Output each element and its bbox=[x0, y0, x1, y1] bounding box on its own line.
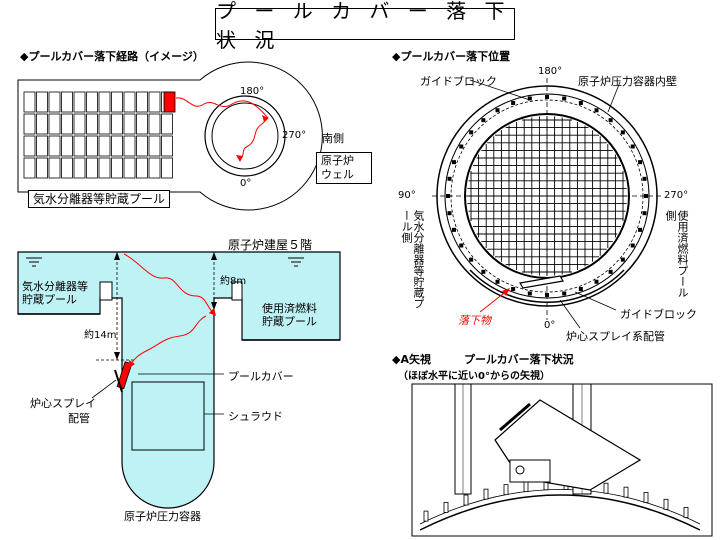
rpv-label: 原子炉圧力容器 bbox=[124, 510, 201, 523]
pos-deg-180: 180° bbox=[538, 66, 563, 77]
fallen-object-label: 落下物 bbox=[458, 314, 491, 327]
reactor-well-label-line1: 原子炉 bbox=[321, 154, 354, 167]
view-a-heading: ◆A矢視 プールカバー落下状況 bbox=[392, 353, 574, 366]
route-deg-180: 180° bbox=[240, 86, 265, 97]
right-pool-label-line2: 貯蔵プール bbox=[262, 315, 317, 328]
fall-path-section-1 bbox=[123, 253, 215, 315]
left-pool-label: 気水分離器等 貯蔵プール bbox=[22, 280, 88, 306]
guide-block-bottom-label: ガイドブロック bbox=[620, 308, 697, 321]
left-pool-label-line2: 貯蔵プール bbox=[22, 293, 77, 306]
view-a-sketch bbox=[411, 383, 713, 537]
route-deg-270: 270° bbox=[282, 130, 307, 141]
left-side-label: 気水分離器等貯蔵プール側 bbox=[400, 210, 425, 309]
rpv-inner-wall-label: 原子炉圧力容器内壁 bbox=[578, 75, 677, 88]
floor-label: 原子炉建屋５階 bbox=[228, 238, 313, 252]
water-body bbox=[17, 251, 341, 509]
fallen-object-shape bbox=[519, 275, 564, 289]
core-spray-pipe-arc bbox=[469, 269, 625, 304]
shroud-box bbox=[131, 381, 205, 451]
right-pool-label-line1: 使用済燃料 bbox=[262, 302, 317, 315]
pool-cover-original-position bbox=[163, 91, 176, 113]
core-spray-label-line2: 配管 bbox=[68, 412, 90, 425]
right-side-label: 使用済燃料プール側 bbox=[664, 210, 689, 298]
depth-8m-label: 約8m bbox=[220, 276, 247, 287]
cross-section-diagram bbox=[17, 251, 341, 509]
reactor-well-label-line2: ウェル bbox=[321, 168, 354, 181]
route-heading: ◆プールカバー落下経路（イメージ） bbox=[20, 50, 204, 63]
pos-deg-0: 0° bbox=[544, 320, 556, 331]
view-a-subheading: （ほぼ水平に近い0°からの矢視） bbox=[398, 371, 550, 382]
shroud-label: シュラウド bbox=[228, 410, 283, 423]
reactor-well-label: 原子炉 ウェル bbox=[316, 152, 372, 184]
core-spray-pipe-label: 炉心スプレイ系配管 bbox=[566, 330, 665, 343]
pool-label: 気水分離器等貯蔵プール bbox=[28, 190, 171, 208]
route-deg-0: 0° bbox=[240, 178, 252, 189]
pos-deg-270: 270° bbox=[664, 190, 689, 201]
fall-path-well bbox=[239, 123, 263, 161]
fall-path-section-2 bbox=[129, 315, 207, 367]
left-pool-label-line1: 気水分離器等 bbox=[22, 280, 88, 293]
rpv-plan-diagram bbox=[432, 78, 664, 329]
fall-path-top bbox=[175, 97, 269, 125]
core-spray-label-line1: 炉心スプレイ bbox=[30, 397, 96, 410]
right-pool-label: 使用済燃料 貯蔵プール bbox=[262, 302, 317, 328]
route-south-label: 南側 bbox=[322, 132, 344, 145]
reactor-well-inner bbox=[211, 102, 279, 170]
position-heading: ◆プールカバー落下位置 bbox=[392, 50, 511, 63]
core-spray-label: 炉心スプレイ 配管 bbox=[30, 396, 96, 426]
depth-14m-label: 約14m bbox=[84, 330, 117, 341]
route-diagram bbox=[17, 61, 323, 211]
pos-deg-90: 90° bbox=[398, 190, 416, 201]
pool-cover-label: プールカバー bbox=[228, 370, 294, 383]
guide-block-top-label: ガイドブロック bbox=[420, 75, 497, 88]
guide-block-marks bbox=[446, 95, 648, 297]
